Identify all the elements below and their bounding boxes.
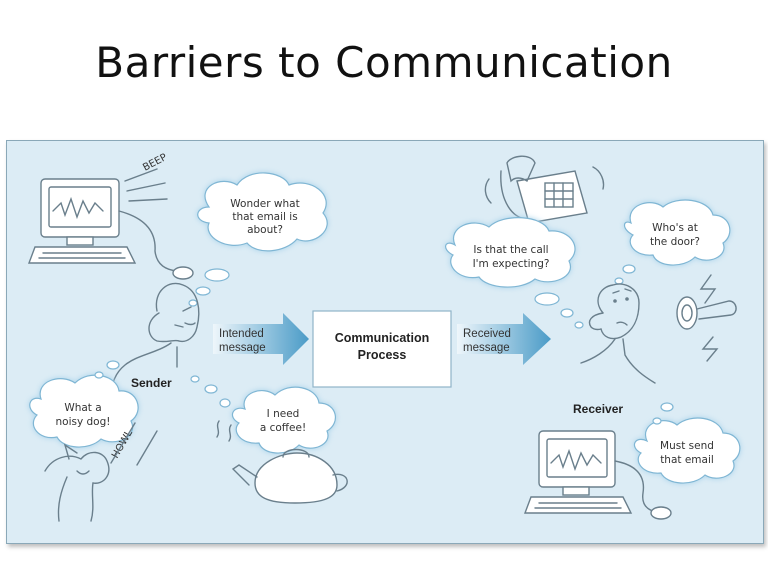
- process-line-1: Communication: [335, 331, 429, 345]
- received-message-arrow: Received message: [457, 313, 551, 365]
- thought-bubble-door: Who's at the door?: [614, 199, 731, 285]
- thought-line-2: noisy dog!: [56, 416, 111, 428]
- communication-process-box: Communication Process: [312, 310, 452, 388]
- doorbell-icon: [676, 274, 737, 362]
- intended-message-arrow: Intended message: [213, 313, 309, 365]
- sender-label: Sender: [131, 376, 172, 390]
- computer-icon: [523, 430, 672, 520]
- thought-line-2: the door?: [650, 236, 700, 248]
- beep-sound: BEEP: [124, 152, 169, 202]
- thought-bubble-noisy-dog: What a noisy dog!: [29, 360, 139, 448]
- dog-icon: [44, 443, 110, 522]
- thought-line-1: I need: [267, 408, 300, 420]
- received-line-1: Received: [463, 328, 511, 340]
- receiver-figure: Receiver: [573, 283, 656, 416]
- thought-line-1: Is that the call: [473, 244, 548, 256]
- thought-bubble-call: Is that the call I'm expecting?: [445, 217, 584, 329]
- thought-line-2: that email is: [232, 211, 297, 223]
- thought-line-2: that email: [660, 454, 714, 466]
- kettle-icon: [216, 420, 348, 504]
- diagram-panel: BEEP Wonder what that email is about?: [6, 140, 764, 544]
- slide-title: Barriers to Communication: [95, 38, 673, 87]
- thought-bubble-email-wonder: Wonder what that email is about?: [188, 172, 328, 307]
- thought-bubble-coffee: I need a coffee!: [190, 375, 336, 454]
- intended-line-2: message: [219, 342, 266, 354]
- thought-bubble-send-email: Must send that email: [633, 402, 741, 484]
- thought-line-1: Who's at: [652, 222, 698, 234]
- sender-figure: Sender: [111, 282, 200, 392]
- receiver-label: Receiver: [573, 402, 623, 416]
- thought-line-1: Wonder what: [230, 198, 299, 210]
- communication-diagram: BEEP Wonder what that email is about?: [27, 152, 741, 522]
- received-line-2: message: [463, 342, 510, 354]
- thought-line-1: What a: [64, 402, 101, 414]
- telephone-icon: [484, 155, 605, 224]
- thought-line-2: I'm expecting?: [473, 258, 550, 270]
- computer-icon: [27, 178, 194, 280]
- intended-line-1: Intended: [219, 328, 264, 340]
- thought-line-2: a coffee!: [260, 422, 306, 434]
- thought-line-3: about?: [247, 224, 283, 236]
- thought-line-1: Must send: [660, 440, 714, 452]
- process-line-2: Process: [358, 348, 407, 362]
